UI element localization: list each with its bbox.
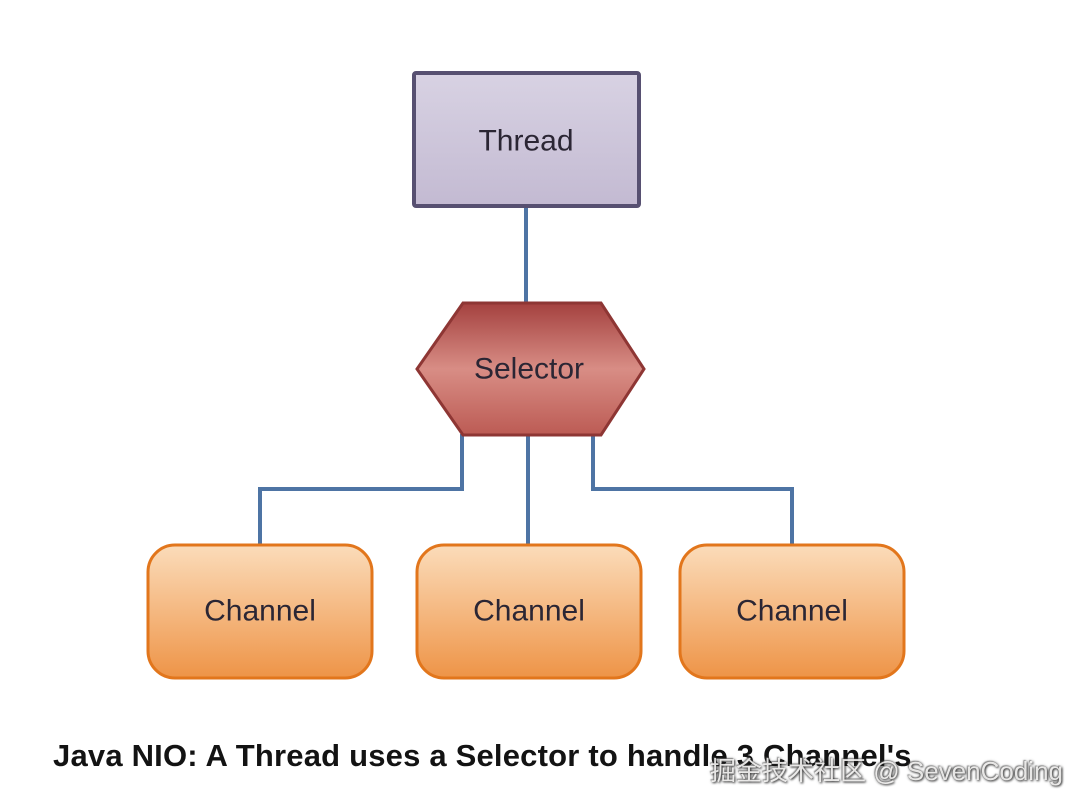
- selector-node-shape: [415, 301, 646, 437]
- thread-node-label: Thread: [478, 125, 573, 158]
- thread-node-shape: [412, 71, 641, 208]
- channel-node-shape-center: [415, 543, 643, 680]
- watermark-text: 掘金技术社区 @ SevenCoding: [710, 756, 1063, 786]
- channel-node-shape-right: [678, 543, 906, 680]
- channel-node-label-right: Channel: [736, 595, 848, 628]
- channel-node-label-left: Channel: [204, 595, 316, 628]
- connector-selector-channel-right: [591, 434, 794, 547]
- connector-selector-channel-left: [258, 434, 464, 547]
- selector-node-label: Selector: [474, 353, 584, 386]
- channel-node-shape-left: [146, 543, 374, 680]
- diagram-caption: Java NIO: A Thread uses a Selector to ha…: [53, 738, 912, 773]
- channel-node-label-center: Channel: [473, 595, 585, 628]
